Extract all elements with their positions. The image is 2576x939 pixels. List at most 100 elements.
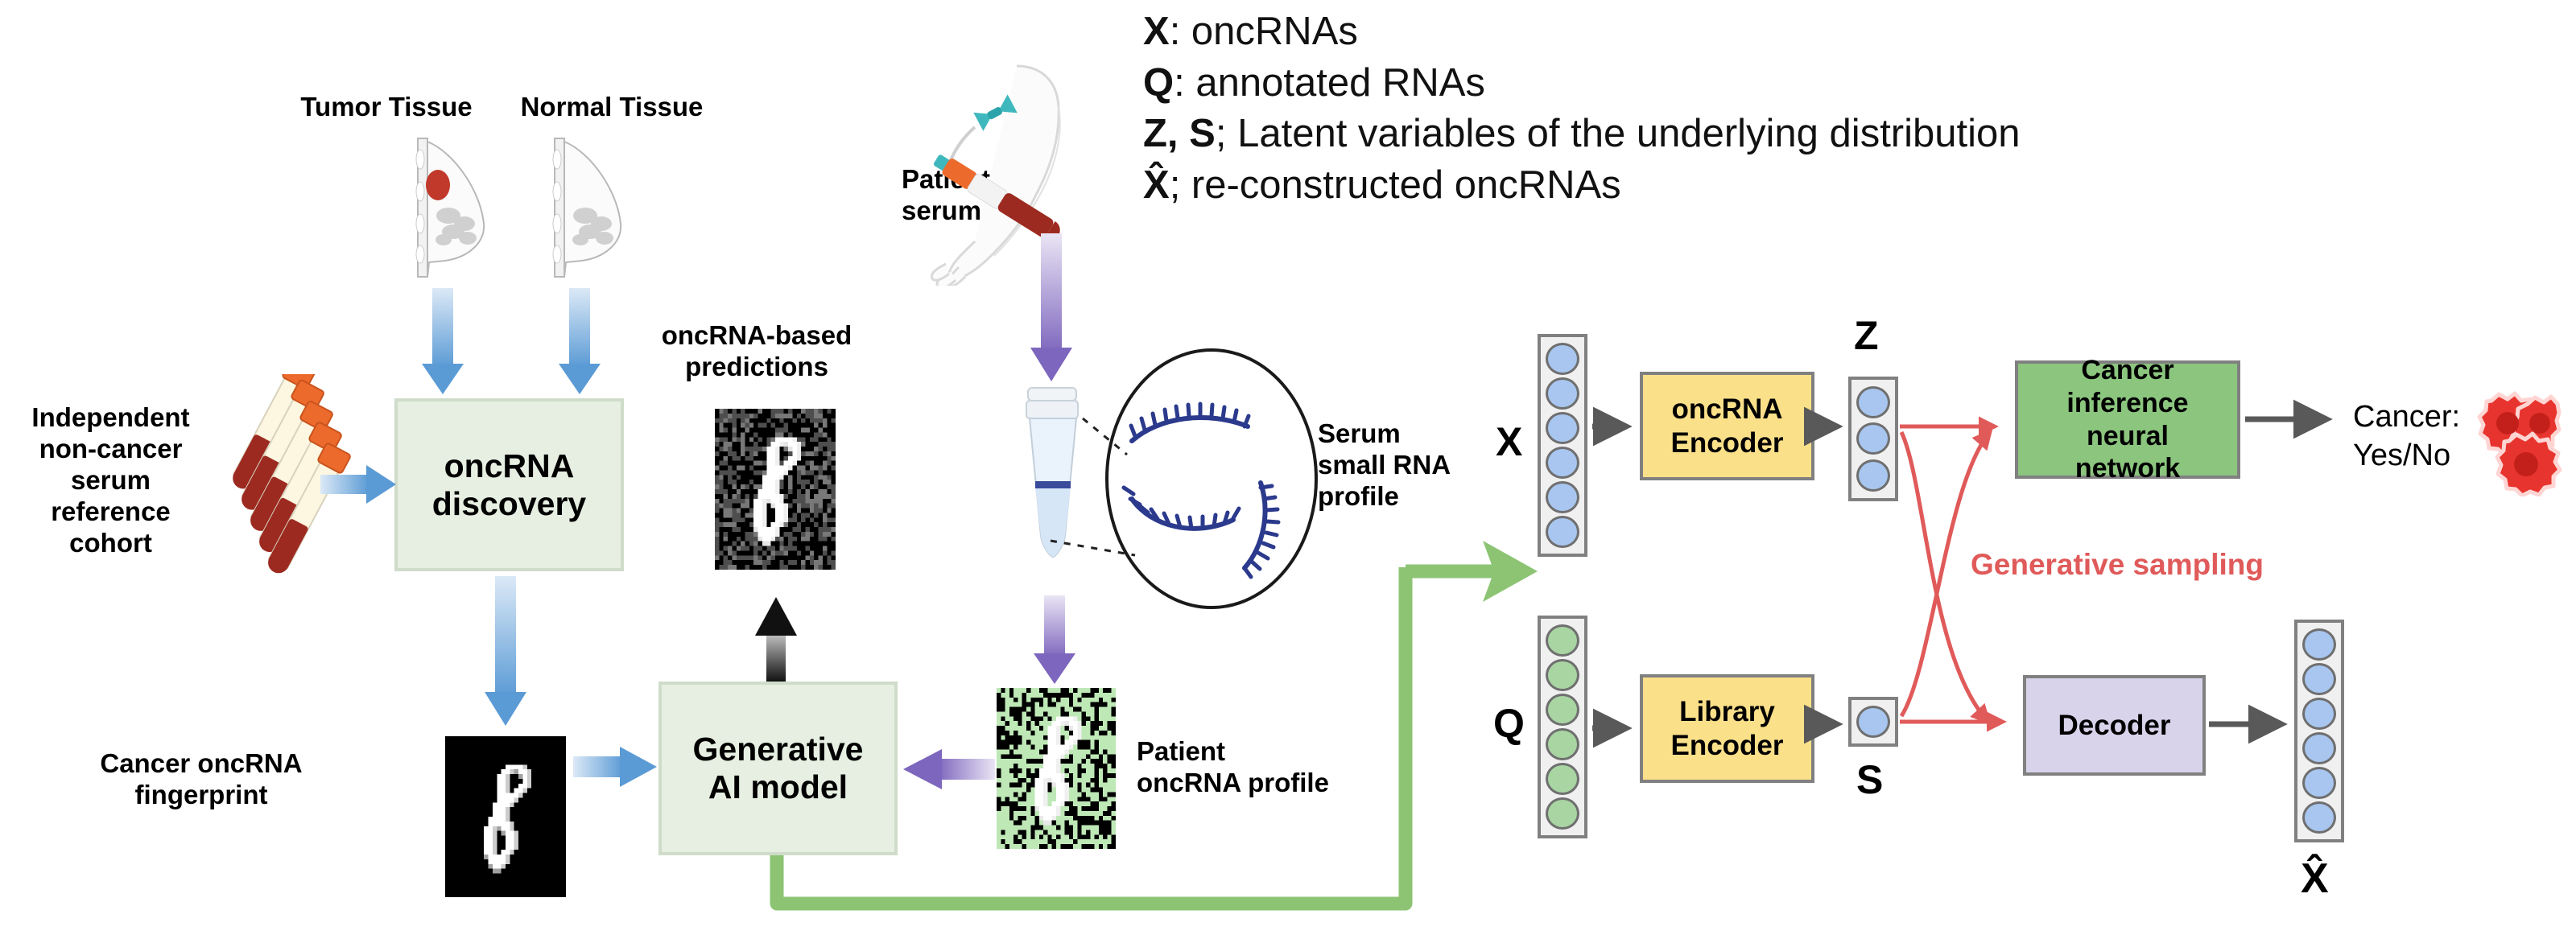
- discovery-line-1: oncRNA: [444, 447, 575, 484]
- breast-tissue-tumor-icon: [415, 138, 485, 278]
- arrow-fingerprint-to-genai: [573, 747, 657, 787]
- output-line-2: Yes/No: [2353, 438, 2451, 472]
- inference-line-2: inference: [2066, 387, 2189, 418]
- neuron: [2302, 628, 2336, 661]
- arrow-normal-to-discovery: [559, 288, 601, 394]
- cancer-inference-network-box[interactable]: Cancer inference neural network: [2015, 355, 2240, 484]
- normal-tissue-label: Normal Tissue: [520, 92, 704, 121]
- x-neuron-column: [1538, 334, 1587, 557]
- legend-block: X: oncRNAs Q: annotated RNAs Z, S; Laten…: [1143, 6, 2021, 212]
- predictions-line-1: oncRNA-based: [661, 320, 852, 350]
- inference-line-3: neural: [2086, 420, 2169, 451]
- breast-tissue-normal-icon: [552, 138, 622, 278]
- patient-serum-line-2: serum: [902, 195, 982, 225]
- oncrna-discovery-box[interactable]: oncRNA discovery: [394, 398, 624, 571]
- generative-sampling-label: Generative sampling: [1971, 548, 2264, 581]
- library-encoder-box[interactable]: Library Encoder: [1640, 674, 1814, 783]
- genai-line-1: Generative: [692, 731, 864, 768]
- patient-profile-line-1: Patient: [1137, 736, 1226, 766]
- neuron: [2302, 767, 2336, 800]
- legend-symbol-xhat: X̂: [1143, 163, 1170, 208]
- arrow-genai-to-predictions: [755, 597, 797, 682]
- eppendorf-tube-icon: [1026, 387, 1079, 558]
- cohort-line-5: cohort: [69, 527, 152, 558]
- neuron: [1546, 516, 1579, 549]
- neuron: [1546, 763, 1579, 796]
- output-line-1: Cancer:: [2353, 400, 2461, 434]
- neuron: [1546, 624, 1579, 657]
- legend-symbol-x: X: [1143, 10, 1170, 53]
- oncrna-encoder-box[interactable]: oncRNA Encoder: [1640, 372, 1814, 480]
- cancer-fingerprint-image: [445, 736, 566, 897]
- legend-line-q: Q: annotated RNAs: [1143, 58, 2021, 109]
- xhat-neuron-column: [2294, 620, 2344, 842]
- fingerprint-line-1: Cancer oncRNA: [100, 748, 303, 778]
- serum-rna-line-2: small RNA: [1318, 449, 1451, 480]
- generative-ai-model-box[interactable]: Generative AI model: [658, 682, 898, 855]
- q-symbol-label: Q: [1493, 701, 1525, 746]
- neuron: [1546, 447, 1579, 480]
- inference-line-1: Cancer: [2081, 354, 2174, 385]
- genai-line-2: AI model: [708, 768, 848, 805]
- neuron: [2302, 662, 2336, 695]
- cohort-line-1: Independent: [31, 402, 190, 432]
- serum-rna-line-3: profile: [1318, 480, 1399, 511]
- oncrna-encoder-line-1: oncRNA: [1671, 393, 1783, 425]
- cancer-cells-icon: [2477, 391, 2562, 496]
- inference-line-4: network: [2074, 453, 2181, 484]
- cancer-output-label: Cancer: Yes/No: [2353, 398, 2514, 475]
- legend-symbol-q: Q: [1143, 60, 1174, 105]
- neuron: [1546, 411, 1579, 444]
- neuron: [1546, 728, 1579, 761]
- arrow-tumor-to-discovery: [422, 288, 464, 394]
- cohort-line-4: reference: [51, 496, 171, 526]
- cohort-line-3: serum: [70, 464, 151, 495]
- z-symbol-label: Z: [1854, 313, 1879, 358]
- library-encoder-line-1: Library: [1679, 695, 1775, 727]
- oncrna-predictions-image: [715, 409, 836, 570]
- legend-text-x: : oncRNAs: [1169, 10, 1358, 53]
- serum-rna-line-1: Serum: [1318, 418, 1401, 448]
- library-encoder-line-2: Encoder: [1670, 729, 1784, 761]
- legend-symbol-zs: Z, S: [1143, 112, 1216, 156]
- legend-text-xhat: ; re-constructed oncRNAs: [1169, 163, 1621, 208]
- neuron: [1546, 377, 1579, 410]
- serum-small-rna-label: Serum small RNA profile: [1318, 418, 1519, 513]
- decoder-box[interactable]: Decoder: [2023, 675, 2206, 776]
- legend-line-xhat: X̂; re-constructed oncRNAs: [1143, 160, 2021, 212]
- neuron: [1546, 481, 1579, 514]
- neuron: [2302, 732, 2336, 765]
- oncrna-encoder-line-2: Encoder: [1670, 426, 1784, 459]
- neuron: [1546, 797, 1579, 830]
- legend-text-q: : annotated RNAs: [1174, 60, 1485, 105]
- oncrna-predictions-label: oncRNA-based predictions: [640, 320, 873, 383]
- cohort-line-2: non-cancer: [39, 433, 183, 463]
- arm-blood-draw-icon: [930, 64, 1061, 286]
- serum-tube-rack-icon: [233, 374, 351, 574]
- s-neuron-column: [1848, 697, 1898, 747]
- predictions-line-2: predictions: [685, 351, 828, 381]
- neuron: [1856, 706, 1890, 738]
- neuron: [2302, 801, 2336, 834]
- legend-line-x: X: oncRNAs: [1143, 6, 2021, 58]
- neuron: [1546, 693, 1579, 726]
- patient-profile-line-2: oncRNA profile: [1137, 767, 1329, 797]
- patient-oncrna-profile-image: [997, 688, 1116, 849]
- arrow-discovery-to-fingerprint: [485, 576, 526, 726]
- legend-line-zs: Z, S; Latent variables of the underlying…: [1143, 109, 2021, 160]
- s-symbol-label: S: [1856, 757, 1884, 802]
- arrow-profile-to-genai: [903, 749, 995, 789]
- neuron: [1546, 342, 1579, 375]
- neuron: [2302, 697, 2336, 730]
- cancer-fingerprint-label: Cancer oncRNA fingerprint: [89, 748, 314, 811]
- xhat-symbol-label: X̂: [2301, 855, 2329, 902]
- patient-oncrna-profile-label: Patient oncRNA profile: [1137, 736, 1394, 799]
- discovery-line-2: discovery: [431, 484, 587, 522]
- cohort-label: Independent non-cancer serum reference c…: [4, 402, 217, 559]
- neuron: [1546, 658, 1579, 691]
- decoder-label: Decoder: [2058, 709, 2171, 741]
- fingerprint-line-2: fingerprint: [134, 779, 268, 809]
- rna-strands-icon: [1105, 348, 1318, 609]
- z-neuron-column: [1848, 377, 1898, 501]
